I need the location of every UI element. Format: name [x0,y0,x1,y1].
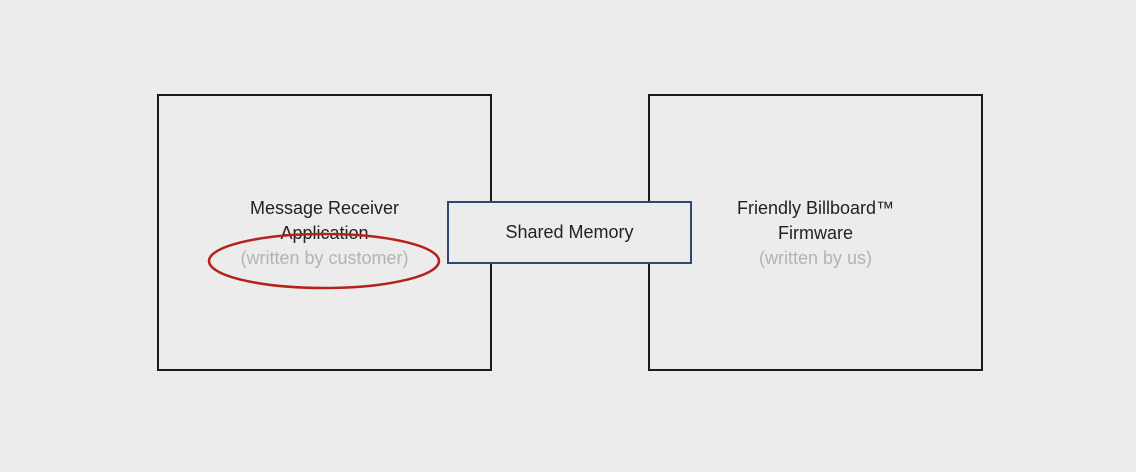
shared-memory-box: Shared Memory [447,201,692,264]
message-receiver-subtitle: (written by customer) [240,248,409,268]
message-receiver-title-line2: Application [280,223,369,243]
firmware-subtitle: (written by us) [758,248,873,268]
firmware-title-line1: Friendly Billboard™ [736,198,895,218]
firmware-box: Friendly Billboard™ Firmware (written by… [648,94,983,371]
firmware-text: Friendly Billboard™ Firmware (written by… [650,196,981,271]
message-receiver-text: Message Receiver Application (written by… [159,196,490,271]
message-receiver-title-line1: Message Receiver [249,198,400,218]
message-receiver-box: Message Receiver Application (written by… [157,94,492,371]
shared-memory-label: Shared Memory [505,222,634,242]
firmware-title-line2: Firmware [778,223,853,243]
